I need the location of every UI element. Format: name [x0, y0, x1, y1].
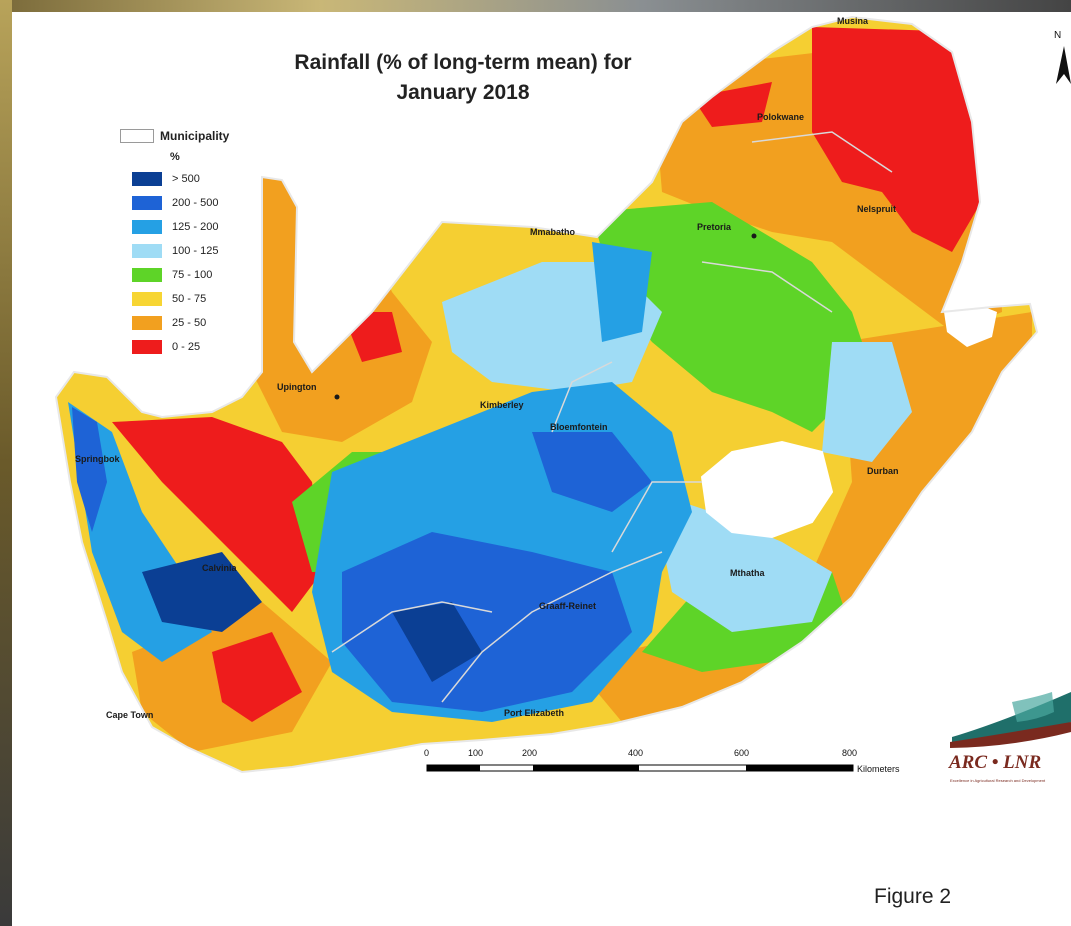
zone-north-blue — [592, 242, 652, 342]
legend-swatch — [132, 316, 162, 330]
city-durban: Durban — [867, 466, 899, 476]
logo-swoosh-icon — [950, 692, 1071, 748]
city-pretoria: Pretoria — [697, 222, 732, 232]
zone-east-lightblue — [652, 492, 832, 632]
legend-swatch — [132, 340, 162, 354]
logo-subtitle: Excellence in Agricultural Research and … — [950, 778, 1046, 783]
city-musina: Musina — [837, 16, 869, 26]
city-polokwane: Polokwane — [757, 112, 804, 122]
city-calvinia: Calvinia — [202, 563, 238, 573]
svg-text:600: 600 — [734, 748, 749, 758]
title-line-1: Rainfall (% of long-term mean) for — [294, 51, 632, 74]
legend-item: 25 - 50 — [120, 311, 270, 335]
eswatini — [944, 302, 997, 347]
zone-free-state-darkblue — [532, 432, 652, 512]
north-label: N — [1054, 30, 1061, 41]
zone-karoo-darkblue — [342, 532, 632, 712]
slide-frame: Musina Polokwane Nelspruit Pretoria Mmab… — [12, 12, 1071, 926]
legend-swatch — [132, 268, 162, 282]
zone-central-green — [592, 202, 872, 432]
north-arrow: N — [1052, 26, 1071, 86]
map-title: Rainfall (% of long-term mean) for Janua… — [198, 48, 728, 108]
city-port-elizabeth: Port Elizabeth — [504, 708, 564, 718]
legend-swatch — [132, 172, 162, 186]
legend-item: > 500 — [120, 167, 270, 191]
legend-swatch — [132, 292, 162, 306]
municipality-swatch — [120, 129, 154, 143]
city-mmabatho: Mmabatho — [530, 227, 576, 237]
logo-text: ARC • LNR — [949, 752, 1042, 773]
svg-text:800: 800 — [842, 748, 857, 758]
city-labels: Musina Polokwane Nelspruit Pretoria Mmab… — [75, 16, 899, 720]
lesotho — [700, 440, 834, 539]
city-upington: Upington — [277, 382, 317, 392]
city-mthatha: Mthatha — [730, 568, 765, 578]
city-springbok: Springbok — [75, 454, 120, 464]
legend-item: 75 - 100 — [120, 263, 270, 287]
city-kimberley: Kimberley — [480, 400, 524, 410]
svg-text:0: 0 — [424, 748, 429, 758]
zone-karoo-darkest — [392, 602, 482, 682]
rainfall-zones — [56, 17, 1037, 772]
scale-bar: 0 100 200 400 600 800 Kilometers — [424, 748, 900, 774]
top-border — [0, 0, 1071, 12]
scale-unit: Kilometers — [857, 764, 900, 774]
zone-coast-darkblue — [72, 407, 107, 532]
legend-unit: % — [170, 151, 180, 163]
arc-lnr-logo: ARC • LNR Excellence in Agricultural Res… — [942, 692, 1071, 802]
legend: Municipality % > 500 200 - 500 125 - 200… — [120, 127, 270, 359]
zone-sw-red — [212, 632, 302, 722]
zone-ne-red — [812, 27, 987, 252]
zone-west-red — [112, 417, 322, 612]
svg-text:200: 200 — [522, 748, 537, 758]
legend-swatch — [132, 196, 162, 210]
city-graaff-reinet: Graaff-Reinet — [539, 601, 596, 611]
legend-item: 200 - 500 — [120, 191, 270, 215]
legend-header: Municipality — [160, 129, 230, 143]
city-nelspruit: Nelspruit — [857, 204, 896, 214]
title-line-2: January 2018 — [396, 81, 530, 104]
legend-item: 0 - 25 — [120, 335, 270, 359]
legend-swatch — [132, 220, 162, 234]
zone-ne-lightblue — [822, 342, 912, 462]
map-svg: Musina Polokwane Nelspruit Pretoria Mmab… — [12, 12, 1071, 782]
figure-caption: Figure 2 — [874, 885, 952, 908]
city-cape-town: Cape Town — [106, 710, 153, 720]
legend-item: 100 - 125 — [120, 239, 270, 263]
legend-item: 125 - 200 — [120, 215, 270, 239]
rainfall-map: Musina Polokwane Nelspruit Pretoria Mmab… — [12, 12, 1071, 783]
left-border — [0, 0, 12, 926]
svg-text:100: 100 — [468, 748, 483, 758]
svg-text:400: 400 — [628, 748, 643, 758]
zone-west-darkest — [142, 552, 262, 632]
legend-swatch — [132, 244, 162, 258]
city-bloemfontein: Bloemfontein — [550, 422, 608, 432]
legend-municipality-row: Municipality — [120, 127, 270, 145]
legend-item: 50 - 75 — [120, 287, 270, 311]
province-borders — [331, 131, 893, 703]
